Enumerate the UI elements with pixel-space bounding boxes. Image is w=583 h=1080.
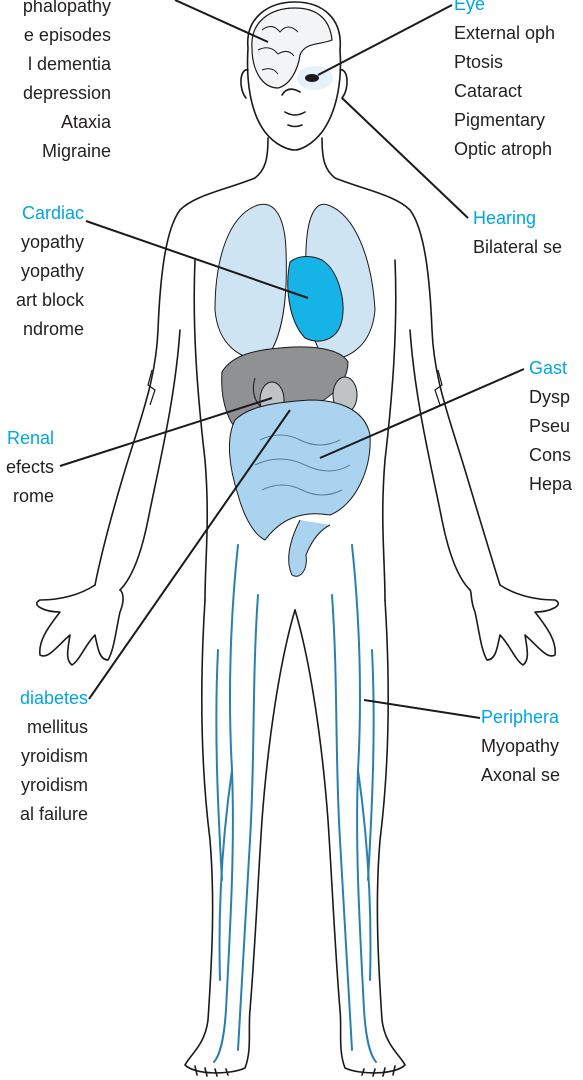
cardiac-symptom-4: ndrome bbox=[16, 315, 84, 344]
eye-symptom-4: Pigmentary bbox=[454, 106, 555, 135]
cardiac-symptom-2: yopathy bbox=[16, 257, 84, 286]
eye-symptom-5: Optic atroph bbox=[454, 135, 555, 164]
peripheral-leader-line bbox=[364, 700, 480, 718]
brain-symptom-3: l dementia bbox=[23, 50, 111, 79]
eye-symptom-2: Ptosis bbox=[454, 48, 555, 77]
eye-heading: Eye bbox=[454, 0, 555, 19]
renal-label-group: Renal efects rome bbox=[6, 424, 54, 511]
endocrine-heading: diabetes bbox=[20, 684, 88, 713]
brain-symptom-6: Migraine bbox=[23, 137, 111, 166]
intestines bbox=[229, 400, 370, 576]
gastro-symptom-4: Hepa bbox=[529, 470, 572, 499]
brain-label-group: phalopathy e episodes l dementia depress… bbox=[23, 0, 111, 166]
eye-symptom-3: Cataract bbox=[454, 77, 555, 106]
cardiac-label-group: Cardiac yopathy yopathy art block ndrome bbox=[16, 199, 84, 344]
brain-symptom-1: phalopathy bbox=[23, 0, 111, 21]
cardiac-heading: Cardiac bbox=[16, 199, 84, 228]
peripheral-symptom-1: Myopathy bbox=[481, 732, 560, 761]
hearing-leader-line bbox=[342, 98, 468, 218]
cardiac-symptom-1: yopathy bbox=[16, 228, 84, 257]
brain-symptom-4: depression bbox=[23, 79, 111, 108]
hearing-symptom-1: Bilateral se bbox=[473, 233, 562, 262]
peripheral-symptom-2: Axonal se bbox=[481, 761, 560, 790]
eye-symptom-1: External oph bbox=[454, 19, 555, 48]
gastro-symptom-2: Pseu bbox=[529, 412, 572, 441]
endocrine-symptom-1: mellitus bbox=[20, 713, 88, 742]
endocrine-symptom-3: yroidism bbox=[20, 771, 88, 800]
endocrine-symptom-2: yroidism bbox=[20, 742, 88, 771]
renal-heading: Renal bbox=[6, 424, 54, 453]
endocrine-symptom-4: al failure bbox=[20, 800, 88, 829]
hearing-heading: Hearing bbox=[473, 204, 562, 233]
endocrine-label-group: diabetes mellitus yroidism yroidism al f… bbox=[20, 684, 88, 829]
gastro-label-group: Gast Dysp Pseu Cons Hepa bbox=[529, 354, 572, 499]
renal-symptom-2: rome bbox=[6, 482, 54, 511]
gastro-symptom-3: Cons bbox=[529, 441, 572, 470]
eye-leader-line bbox=[318, 5, 452, 75]
endocrine-leader-line bbox=[89, 410, 290, 699]
hearing-label-group: Hearing Bilateral se bbox=[473, 204, 562, 262]
renal-symptom-1: efects bbox=[6, 453, 54, 482]
brain-symptom-5: Ataxia bbox=[23, 108, 111, 137]
gastro-heading: Gast bbox=[529, 354, 572, 383]
peripheral-nerves bbox=[214, 545, 376, 1062]
brain-symptom-2: e episodes bbox=[23, 21, 111, 50]
cardiac-symptom-3: art block bbox=[16, 286, 84, 315]
peripheral-heading: Periphera bbox=[481, 703, 560, 732]
gastro-symptom-1: Dysp bbox=[529, 383, 572, 412]
peripheral-label-group: Periphera Myopathy Axonal se bbox=[481, 703, 560, 790]
eye-label-group: Eye External oph Ptosis Cataract Pigment… bbox=[454, 0, 555, 164]
